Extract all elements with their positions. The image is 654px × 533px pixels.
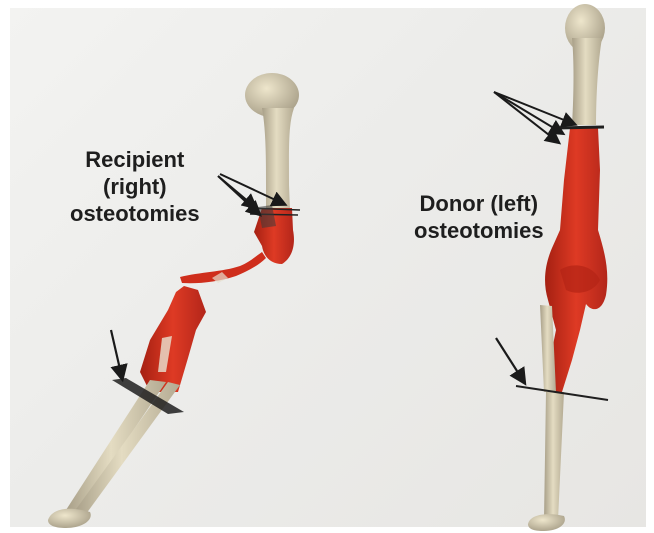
recipient-label-line-1: Recipient	[70, 146, 200, 173]
recipient-humerus-shaft	[262, 108, 294, 210]
arrow-icon	[494, 92, 574, 124]
arrow-icon	[496, 338, 524, 382]
donor-label-line-2: osteotomies	[414, 217, 544, 244]
donor-red-graft	[545, 128, 607, 392]
arrow-icon	[494, 92, 558, 142]
recipient-osteotomies-label: Recipient (right) osteotomies	[70, 146, 200, 227]
recipient-label-line-3: osteotomies	[70, 200, 200, 227]
donor-osteotomies-label: Donor (left) osteotomies	[414, 190, 544, 244]
recipient-wrist	[48, 509, 91, 528]
arrow-icon	[111, 330, 122, 378]
arrow-icon	[494, 92, 562, 133]
donor-wrist	[528, 514, 565, 531]
donor-humerus	[565, 4, 605, 125]
donor-humerus-shaft	[572, 38, 602, 125]
donor-radius-distal	[544, 392, 564, 520]
recipient-forearm-red	[140, 286, 206, 392]
donor-osteotomy-plane-upper	[556, 127, 604, 128]
recipient-label-line-2: (right)	[70, 173, 200, 200]
recipient-osteotomy-plane-2	[250, 214, 298, 215]
donor-label-line-1: Donor (left)	[414, 190, 544, 217]
